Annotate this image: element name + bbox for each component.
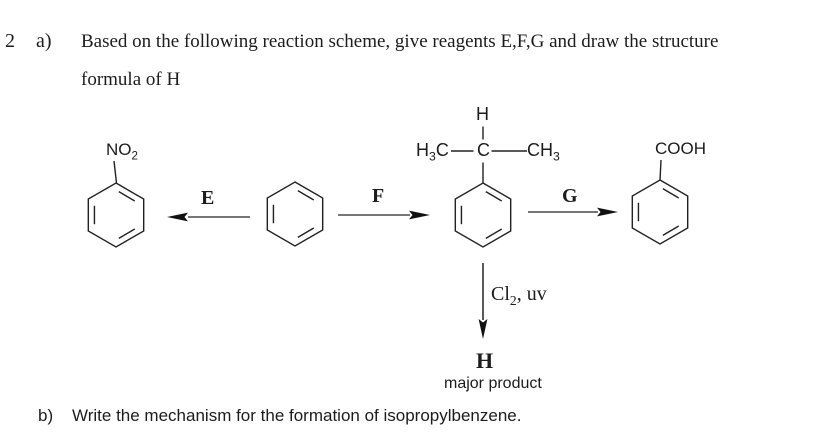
cl-symbol: Cl [491,283,510,305]
major-product-note: major product [444,375,542,392]
arrow-chlorination-head [478,319,488,339]
benzene-ring-nitrobenzene [87,182,145,248]
central-carbon-label: C [477,140,490,160]
product-h-label: H [476,348,494,373]
methyl-left-c: C [435,140,449,160]
chlorination-conditions-label: Cl2, uv [491,283,547,308]
methyl-right-label: CH3 [527,140,560,164]
no2-subscript: 2 [131,150,138,163]
arrow-g-head [597,207,618,217]
part-a-label: a) [36,30,52,52]
benzene-ring-isopropylbenzene [454,182,512,248]
reagent-g-label: G [562,185,578,207]
reagent-f-label: F [372,185,385,207]
bond-cooh-to-ring [659,159,662,181]
bond-no2-to-ring [113,160,118,184]
part-b-label: b) [38,406,54,425]
question-number: 2 [5,30,15,52]
reagent-e-label: E [201,187,215,209]
uv-condition: , uv [516,283,547,305]
methyl-right-subscript: 3 [553,149,560,164]
methyl-right-ch: CH [527,140,553,160]
benzene-ring-benzene [266,181,324,247]
question-text-line-1: Based on the following reaction scheme, … [81,31,719,52]
methyl-left-label: H3C [416,140,449,164]
methyl-left-h: H [416,140,429,160]
part-b-text: Write the mechanism for the formation of… [72,406,522,425]
question-text-line-2: formula of H [81,69,181,90]
cooh-substituent-label: COOH [655,139,706,158]
arrow-e-head [167,212,188,222]
methyl-left-subscript: 3 [429,149,436,164]
no2-substituent-label: NO2 [106,140,138,163]
benzene-ring-benzoic-acid [631,179,689,245]
hydrogen-atom-label: H [476,104,489,124]
cl-subscript: 2 [509,293,517,308]
no2-main: NO [106,140,132,159]
arrow-f-head [409,210,430,220]
